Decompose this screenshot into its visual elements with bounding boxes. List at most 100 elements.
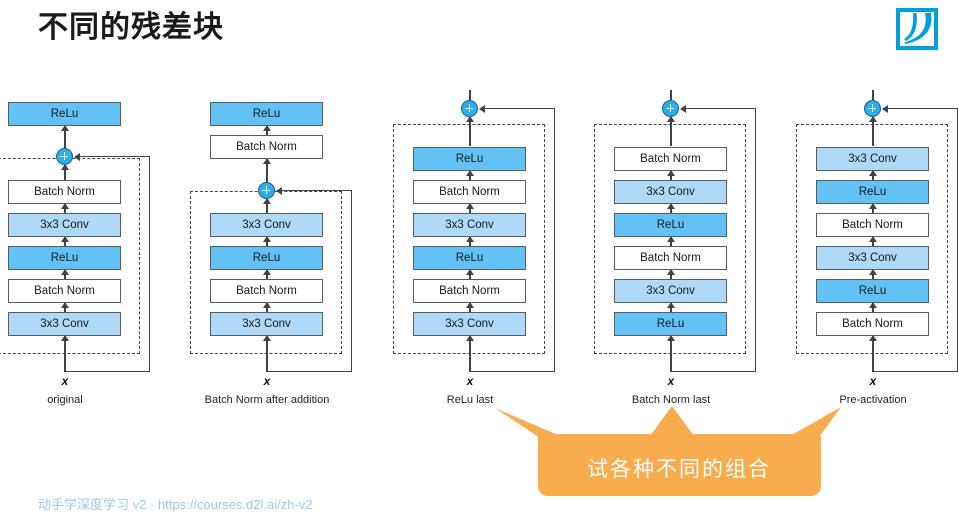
flow-arrow [263, 198, 270, 213]
skip-connection [686, 108, 756, 110]
flow-arrow [263, 125, 270, 135]
flow-arrow [869, 335, 876, 372]
flow-arrow [667, 269, 674, 279]
skip-connection [872, 371, 958, 373]
flow-arrow [466, 269, 473, 279]
input-label: x [61, 374, 69, 388]
flow-arrow [466, 170, 473, 180]
skip-connection [554, 108, 556, 372]
node-batch-norm: Batch Norm [413, 279, 526, 303]
node-relu: ReLu [210, 246, 323, 270]
skip-connection [888, 108, 958, 110]
flow-arrow [263, 302, 270, 312]
input-label: x [869, 374, 877, 388]
add-node [56, 148, 73, 165]
node-conv: 3x3 Conv [413, 312, 526, 336]
skip-connection [282, 190, 352, 192]
input-label: x [667, 374, 675, 388]
block-column-original: ReLu Batch Norm 3x3 Conv ReLu Batch Norm… [0, 96, 151, 416]
flow-arrow [263, 236, 270, 246]
input-label: x [263, 374, 271, 388]
skip-arrow-head [276, 187, 282, 195]
flow-arrow [61, 335, 68, 372]
flow-arrow [466, 116, 473, 146]
flow-arrow [869, 203, 876, 213]
flow-arrow [667, 116, 674, 146]
column-caption: ReLu last [446, 394, 494, 406]
skip-connection [351, 190, 353, 372]
flow-arrow [869, 302, 876, 312]
skip-connection [149, 156, 151, 372]
flow-arrow [869, 236, 876, 246]
skip-connection [469, 371, 555, 373]
flow-arrow [61, 164, 68, 181]
block-column-pre-activation: 3x3 Conv ReLu Batch Norm 3x3 Conv ReLu B… [768, 90, 959, 416]
node-conv: 3x3 Conv [8, 312, 121, 336]
node-relu: ReLu [8, 246, 121, 270]
flow-arrow [869, 269, 876, 279]
node-conv: 3x3 Conv [210, 213, 323, 237]
column-caption: Pre-activation [839, 394, 907, 406]
skip-arrow-head [882, 105, 888, 113]
flow-arrow [872, 90, 874, 100]
flow-arrow [263, 269, 270, 279]
flow-arrow [263, 158, 270, 183]
node-conv: 3x3 Conv [8, 213, 121, 237]
flow-arrow [670, 90, 672, 100]
skip-connection [957, 108, 959, 372]
footer-attribution: 动手学深度学习 v2 · https://courses.d2l.ai/zh-v… [38, 497, 313, 512]
node-batch-norm: Batch Norm [8, 279, 121, 303]
flow-arrow [61, 302, 68, 312]
skip-connection [266, 371, 352, 373]
node-conv: 3x3 Conv [210, 312, 323, 336]
add-node [258, 182, 275, 199]
node-batch-norm: Batch Norm [413, 180, 526, 204]
flow-arrow [466, 203, 473, 213]
flow-arrow [61, 269, 68, 279]
page-title: 不同的残差块 [38, 11, 224, 44]
node-batch-norm: Batch Norm [8, 180, 121, 204]
node-batch-norm: Batch Norm [614, 147, 727, 171]
node-batch-norm: Batch Norm [210, 279, 323, 303]
flow-arrow [667, 236, 674, 246]
skip-arrow-head [479, 105, 485, 113]
node-conv: 3x3 Conv [816, 246, 929, 270]
column-caption: Batch Norm after addition [204, 394, 330, 406]
skip-connection [485, 108, 555, 110]
node-conv: 3x3 Conv [413, 213, 526, 237]
flow-arrow [667, 302, 674, 312]
node-relu: ReLu [413, 246, 526, 270]
skip-arrow-head [74, 153, 80, 161]
node-batch-norm: Batch Norm [816, 312, 929, 336]
flow-arrow [869, 170, 876, 180]
d2l-logo-icon [895, 8, 939, 50]
skip-connection [64, 371, 150, 373]
flow-arrow [263, 335, 270, 372]
node-batch-norm: Batch Norm [614, 246, 727, 270]
node-relu: ReLu [413, 147, 526, 171]
flow-arrow [667, 203, 674, 213]
flow-arrow [466, 335, 473, 372]
skip-connection [80, 156, 150, 158]
skip-connection [755, 108, 757, 372]
node-relu: ReLu [8, 102, 121, 126]
flow-arrow [466, 236, 473, 246]
flow-arrow [61, 203, 68, 213]
node-relu: ReLu [816, 279, 929, 303]
skip-connection [670, 371, 756, 373]
node-relu: ReLu [614, 312, 727, 336]
flow-arrow [667, 335, 674, 372]
flow-arrow [869, 116, 876, 146]
add-node [461, 100, 478, 117]
block-column-batch-norm-after-addition: ReLu Batch Norm 3x3 Conv ReLu Batch Norm… [162, 96, 353, 416]
node-relu: ReLu [816, 180, 929, 204]
flow-arrow [61, 236, 68, 246]
node-conv: 3x3 Conv [614, 180, 727, 204]
residual-block-diagram: ReLu Batch Norm 3x3 Conv ReLu Batch Norm… [0, 90, 959, 416]
callout-text: 试各种不同的组合 [587, 458, 771, 481]
column-caption: original [47, 394, 83, 406]
node-batch-norm: Batch Norm [210, 135, 323, 159]
node-batch-norm: Batch Norm [816, 213, 929, 237]
callout-banner [0, 398, 959, 504]
node-relu: ReLu [210, 102, 323, 126]
